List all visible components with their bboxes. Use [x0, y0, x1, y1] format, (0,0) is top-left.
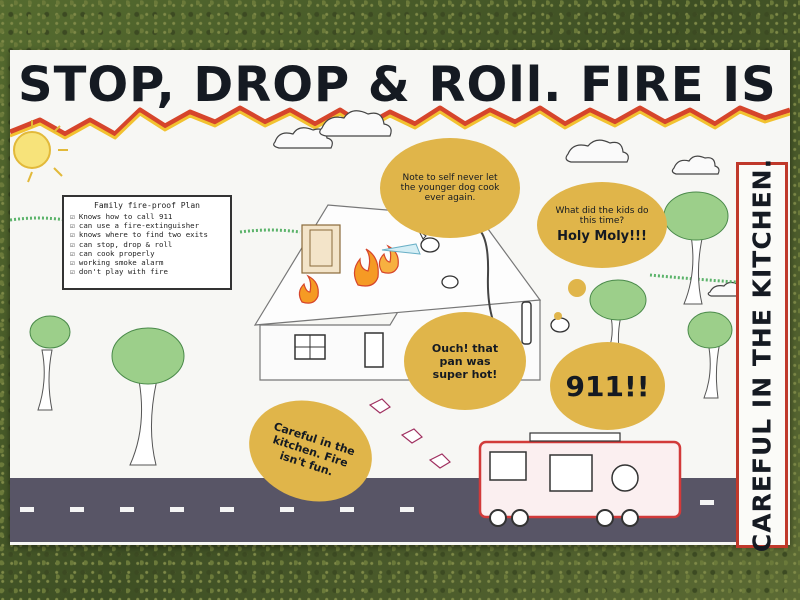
- poster-board: STOP, DROP & ROll. FIRE ISN'T FUN CAREFU…: [10, 50, 790, 552]
- fire-truck-icon: [478, 432, 682, 527]
- side-banner-text: CAREFUL IN THE KITCHEN.: [747, 157, 777, 553]
- fire-plan-item: ☑ knows where to find two exits: [70, 230, 208, 240]
- fire-extinguisher-icon: [521, 301, 532, 345]
- fire-plan-item: ☑ can use a fire-extinguisher: [70, 221, 200, 231]
- side-banner: CAREFUL IN THE KITCHEN.: [736, 158, 788, 552]
- fire-zigzag-border: [10, 105, 790, 137]
- fire-plan-item: ☑ can cook properly: [70, 248, 155, 258]
- fire-plan-item: ☑ Knows how to call 911: [70, 212, 173, 221]
- poster-artwork: [10, 105, 790, 542]
- speech-bubble-ouch: Ouch! that pan was super hot!: [404, 312, 526, 410]
- speech-bubble-note: Note to self never let the younger dog c…: [380, 138, 520, 238]
- dog-icon: [368, 230, 570, 469]
- page-title: STOP, DROP & ROll. FIRE ISN'T FUN: [18, 57, 778, 113]
- fire-plan-title: Family fire-proof Plan: [94, 201, 200, 210]
- sun-icon: [13, 120, 68, 183]
- fire-plan-billboard: Family fire-proof Plan ☑ Knows how to ca…: [62, 195, 232, 290]
- fire-plan-item: ☑ can stop, drop & roll: [70, 239, 173, 249]
- speech-bubble-what-happened: What did the kids do this time? Holy Mol…: [537, 182, 667, 268]
- fire-plan-item: ☑ don't play with fire: [70, 267, 168, 277]
- tree-icon: [29, 191, 733, 466]
- fire-plan-item: ☑ working smoke alarm: [70, 258, 164, 268]
- speech-bubble-911: 911!!: [550, 342, 665, 430]
- fire-icon: [298, 244, 399, 304]
